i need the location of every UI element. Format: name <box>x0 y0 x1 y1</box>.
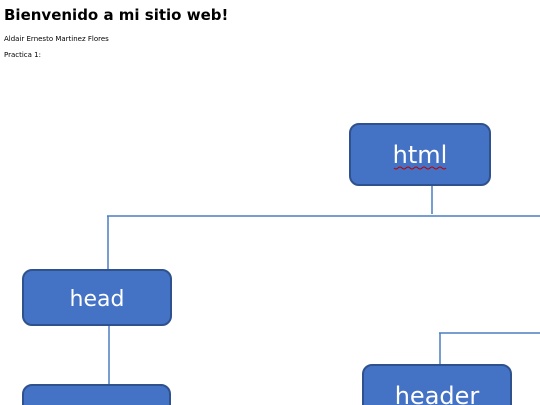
spellcheck-underline <box>393 166 447 170</box>
node-head-child <box>22 384 171 405</box>
node-head-label: head <box>70 287 125 312</box>
node-html-label: html <box>393 141 448 169</box>
node-header-label: header <box>395 382 480 405</box>
node-head: head <box>22 269 172 326</box>
author-name: Aldair Ernesto Martinez Flores <box>4 35 109 43</box>
node-header: header <box>362 364 512 405</box>
practice-label: Practica 1: <box>4 51 41 59</box>
page-title: Bienvenido a mi sitio web! <box>4 6 229 24</box>
node-html: html <box>349 123 491 186</box>
